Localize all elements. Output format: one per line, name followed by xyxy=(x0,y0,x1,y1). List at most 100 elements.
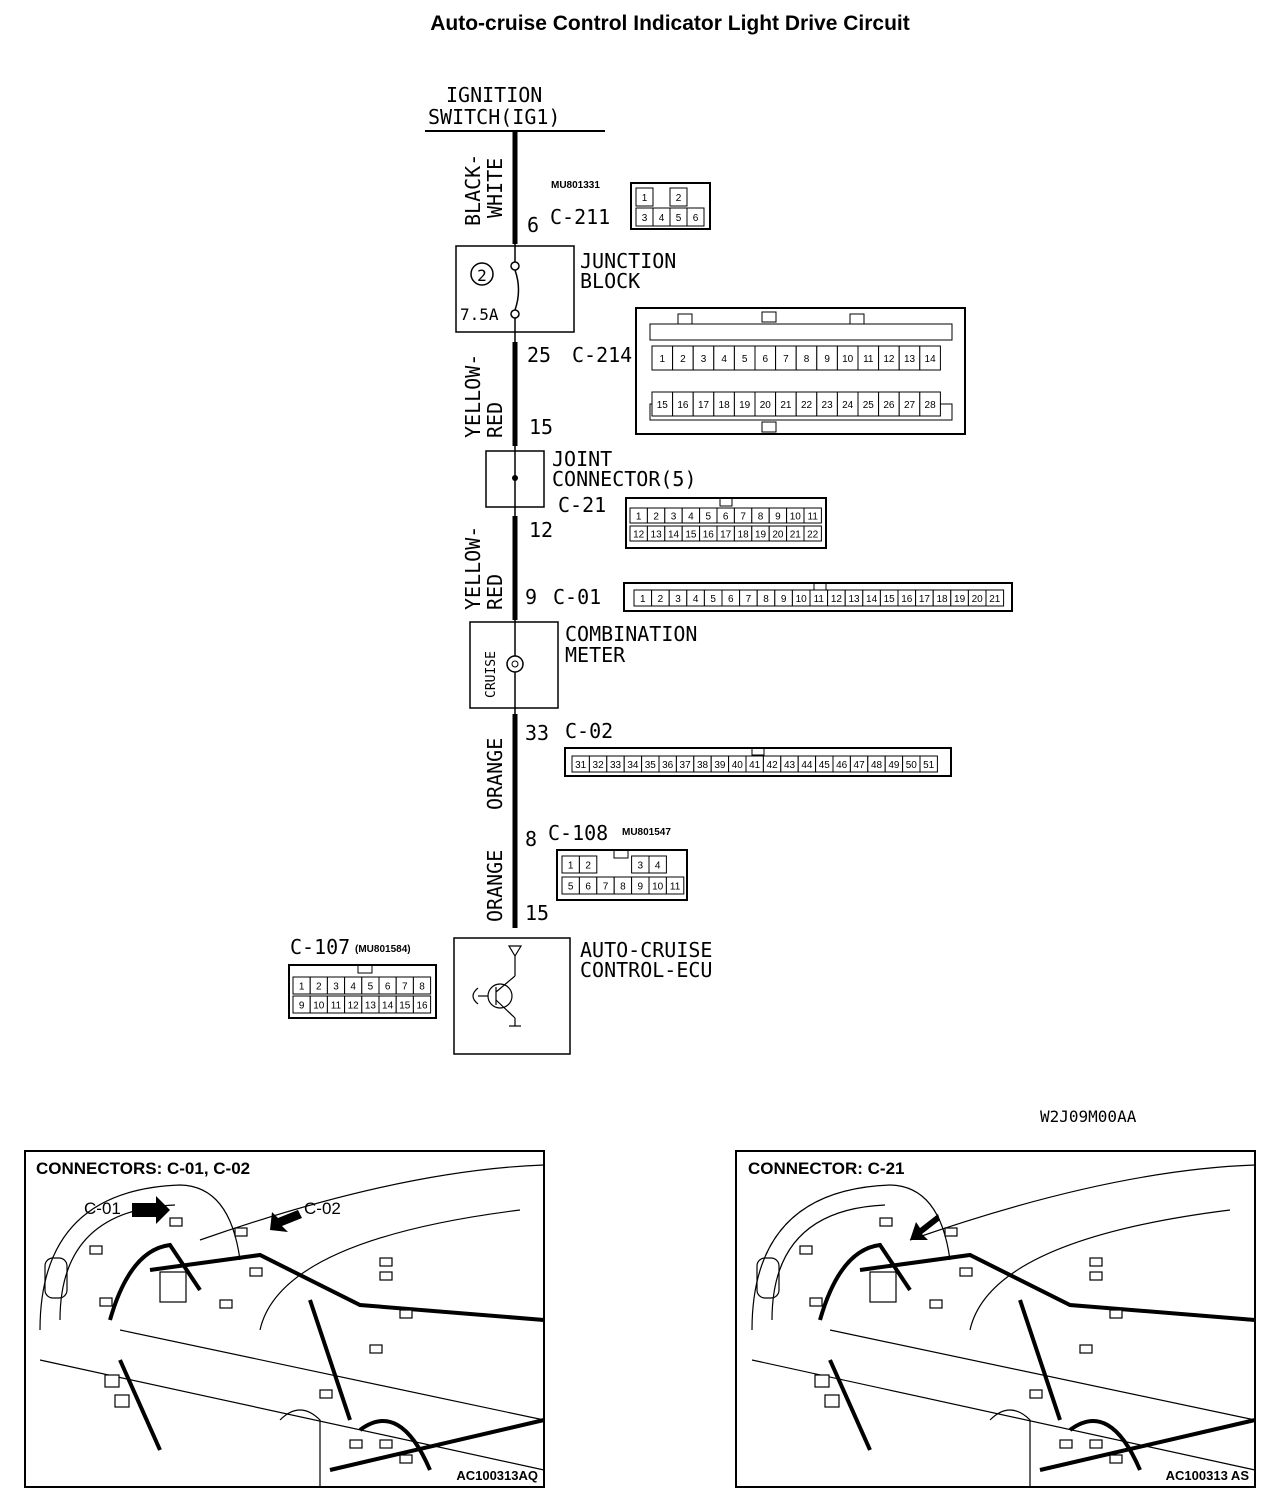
pin-number: 7 xyxy=(783,354,789,365)
terminal-15-bottom: 15 xyxy=(525,901,549,925)
pin-number: 7 xyxy=(603,882,609,893)
pin-number: 16 xyxy=(677,400,689,411)
pin-number: 10 xyxy=(313,1001,325,1012)
joint-connector-label-line1: JOINT xyxy=(552,447,612,471)
pin-number: 44 xyxy=(801,760,813,771)
connector-location-panel-right: CONNECTOR: C-21 xyxy=(735,1150,1256,1488)
pin-number: 3 xyxy=(701,354,707,365)
pin-number: 35 xyxy=(645,760,657,771)
pin-number: 19 xyxy=(954,594,966,605)
pin-number: 32 xyxy=(593,760,605,771)
pin-cell xyxy=(669,187,688,207)
pin-number: 21 xyxy=(780,400,792,411)
right-panel-heading: CONNECTOR: C-21 xyxy=(748,1159,904,1178)
pin-number: 31 xyxy=(575,760,587,771)
pin-cell xyxy=(985,589,1005,607)
pin-number: 2 xyxy=(316,982,322,993)
pin-number: 38 xyxy=(697,760,709,771)
pin-number: 16 xyxy=(703,530,715,541)
pin-number: 14 xyxy=(382,1001,394,1012)
wire-label-orange-2: ORANGE xyxy=(483,850,507,922)
pin-number: 22 xyxy=(807,530,819,541)
pin-number: 20 xyxy=(760,400,772,411)
left-panel-heading: CONNECTORS: C-01, C-02 xyxy=(36,1159,250,1178)
pin-number: 4 xyxy=(688,512,694,523)
pin-number: 2 xyxy=(653,512,659,523)
connector-name-c21: C-21 xyxy=(558,493,606,517)
pin-number: 10 xyxy=(790,512,802,523)
fuse-number: 2 xyxy=(477,266,487,285)
right-panel-code: AC100313 AS xyxy=(1166,1468,1250,1483)
combination-meter-label-line1: COMBINATION xyxy=(565,622,697,646)
pin-cell xyxy=(665,876,685,895)
pin-number: 17 xyxy=(698,400,710,411)
pin-number: 34 xyxy=(627,760,639,771)
pin-number: 26 xyxy=(883,400,895,411)
pin-number: 8 xyxy=(620,882,626,893)
pin-cell xyxy=(578,855,598,874)
pin-number: 1 xyxy=(660,354,666,365)
pin-number: 12 xyxy=(348,1001,360,1012)
pin-number: 20 xyxy=(972,594,984,605)
pin-number: 1 xyxy=(568,861,574,872)
pin-number: 16 xyxy=(901,594,913,605)
diagram-code: W2J09M00AA xyxy=(1040,1107,1137,1126)
pin-number: 25 xyxy=(863,400,875,411)
pin-number: 28 xyxy=(925,400,937,411)
callout-c01: C-01 xyxy=(84,1199,121,1218)
pin-number: 22 xyxy=(801,400,813,411)
pin-number: 10 xyxy=(796,594,808,605)
wire-label-black-white: BLACK- WHITE xyxy=(461,154,507,226)
pin-number: 3 xyxy=(671,512,677,523)
auto-cruise-ecu xyxy=(453,937,571,1055)
connector-name-c02: C-02 xyxy=(565,719,613,743)
pin-number: 5 xyxy=(368,982,374,993)
left-panel-code: AC100313AQ xyxy=(456,1468,538,1483)
svg-text:RED: RED xyxy=(483,574,507,610)
wire-label-yellow-red-2: YELLOW- RED xyxy=(461,526,507,610)
pin-number: 1 xyxy=(299,982,305,993)
ecu-label-line2: CONTROL-ECU xyxy=(580,958,712,982)
ecu-label-line1: AUTO-CRUISE xyxy=(580,938,712,962)
pin-cell xyxy=(412,976,432,995)
pin-number: 19 xyxy=(739,400,751,411)
pin-number: 8 xyxy=(419,982,425,993)
pin-number: 14 xyxy=(866,594,878,605)
callout-c02: C-02 xyxy=(304,1199,341,1218)
pin-number: 2 xyxy=(676,193,682,204)
ignition-switch: IGNITION SWITCH(IG1) xyxy=(425,83,605,132)
pin-number: 24 xyxy=(842,400,854,411)
pin-cell xyxy=(919,391,941,417)
pin-number: 13 xyxy=(904,354,916,365)
wire-label-orange-1: ORANGE xyxy=(483,738,507,810)
ignition-label-line2: SWITCH(IG1) xyxy=(428,105,560,129)
pin-number: 19 xyxy=(755,530,767,541)
pin-cell xyxy=(635,187,654,207)
pin-number: 33 xyxy=(610,760,622,771)
pin-number: 2 xyxy=(680,354,686,365)
pin-number: 1 xyxy=(640,594,646,605)
pin-number: 9 xyxy=(781,594,787,605)
pin-number: 45 xyxy=(819,760,831,771)
pin-number: 4 xyxy=(659,213,665,224)
pin-number: 3 xyxy=(638,861,644,872)
part-number-c107: (MU801584) xyxy=(355,944,411,955)
pin-number: 5 xyxy=(676,213,682,224)
pin-number: 12 xyxy=(633,530,645,541)
pin-number: 49 xyxy=(888,760,900,771)
pin-number: 15 xyxy=(657,400,669,411)
svg-text:BLACK-: BLACK- xyxy=(461,154,485,226)
pin-number: 9 xyxy=(299,1001,305,1012)
pin-number: 17 xyxy=(720,530,732,541)
pin-number: 37 xyxy=(680,760,692,771)
pin-number: 1 xyxy=(642,193,648,204)
terminal-33: 33 xyxy=(525,721,549,745)
pin-number: 9 xyxy=(775,512,781,523)
pin-number: 4 xyxy=(693,594,699,605)
terminal-25: 25 xyxy=(527,343,551,367)
